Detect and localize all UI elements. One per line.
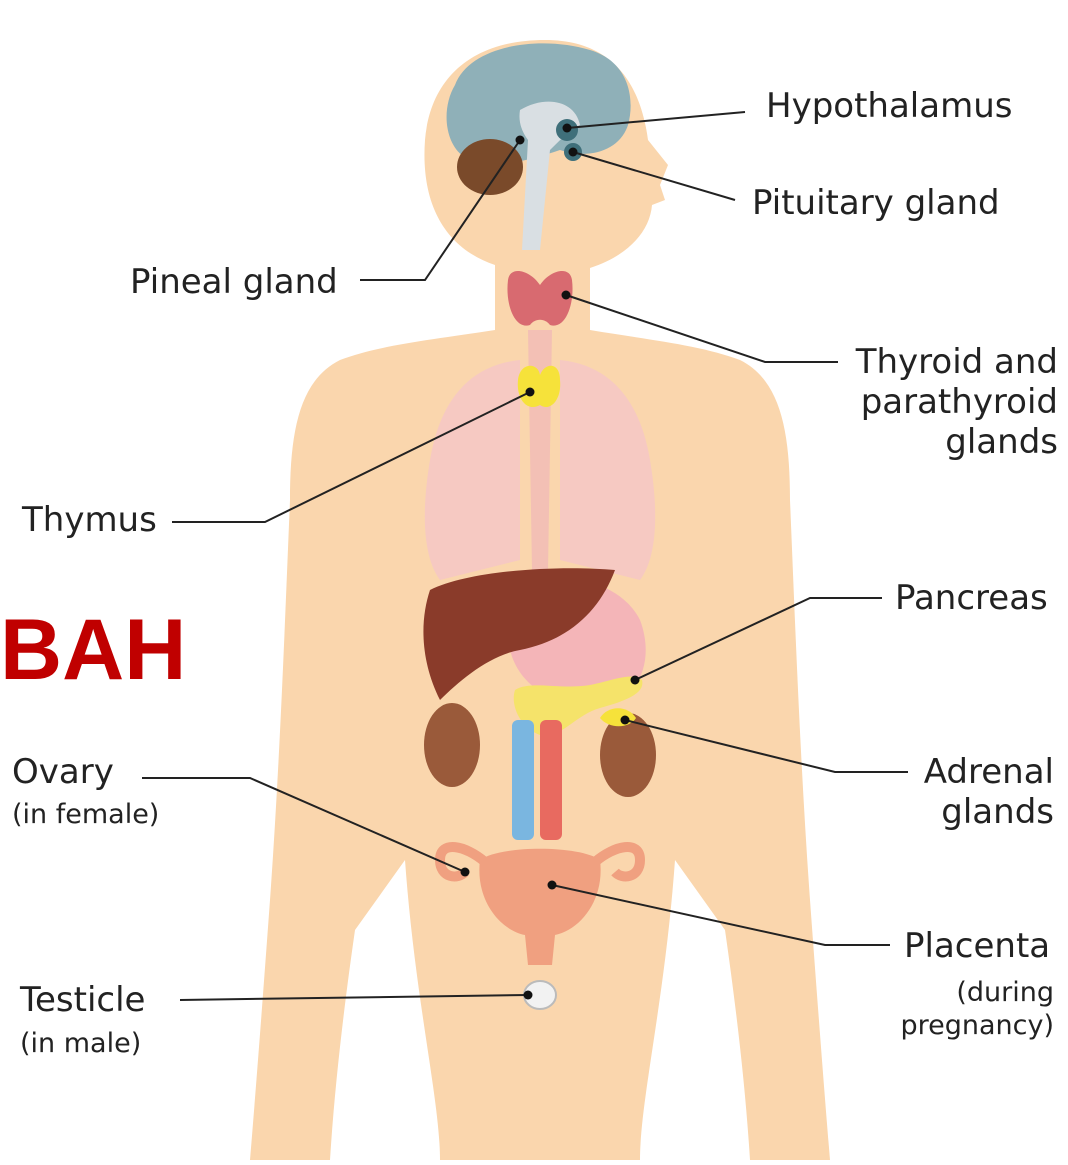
label-ovary: Ovary: [12, 752, 114, 792]
label-thyroid-line-1: Thyroid and: [856, 342, 1058, 382]
dot-pineal: [516, 136, 525, 145]
dot-pituitary: [569, 148, 578, 157]
label-ovary-note: (in female): [12, 798, 159, 831]
dot-adrenal: [621, 716, 630, 725]
overlay-text: BAH: [0, 600, 186, 700]
cerebellum: [457, 139, 523, 195]
label-placenta-note-line-1: (during: [900, 976, 1054, 1009]
label-pancreas: Pancreas: [895, 578, 1048, 618]
label-thyroid-line-2: parathyroid: [856, 382, 1058, 422]
artery: [540, 720, 562, 840]
label-thyroid-line-3: glands: [856, 422, 1058, 462]
dot-thymus: [526, 388, 535, 397]
label-testicle-note: (in male): [20, 1027, 141, 1060]
label-pituitary: Pituitary gland: [752, 183, 1000, 223]
vein: [512, 720, 534, 840]
label-adrenal: Adrenal glands: [924, 752, 1054, 832]
label-placenta-note: (during pregnancy): [900, 976, 1054, 1042]
dot-pancreas: [631, 676, 640, 685]
label-adrenal-line-2: glands: [924, 792, 1054, 832]
dot-thyroid: [562, 291, 571, 300]
thymus-gland: [518, 366, 560, 407]
dot-testicle: [524, 991, 533, 1000]
dot-placenta: [548, 881, 557, 890]
label-placenta-note-line-2: pregnancy): [900, 1009, 1054, 1042]
label-testicle: Testicle: [20, 980, 145, 1020]
label-thyroid: Thyroid and parathyroid glands: [856, 342, 1058, 462]
label-thymus: Thymus: [22, 500, 157, 540]
label-pineal: Pineal gland: [130, 262, 338, 302]
label-placenta: Placenta: [904, 926, 1050, 966]
label-hypothalamus: Hypothalamus: [766, 86, 1012, 126]
dot-ovary: [461, 868, 470, 877]
left-kidney: [424, 703, 480, 787]
label-adrenal-line-1: Adrenal: [924, 752, 1054, 792]
dot-hypothalamus: [563, 124, 572, 133]
